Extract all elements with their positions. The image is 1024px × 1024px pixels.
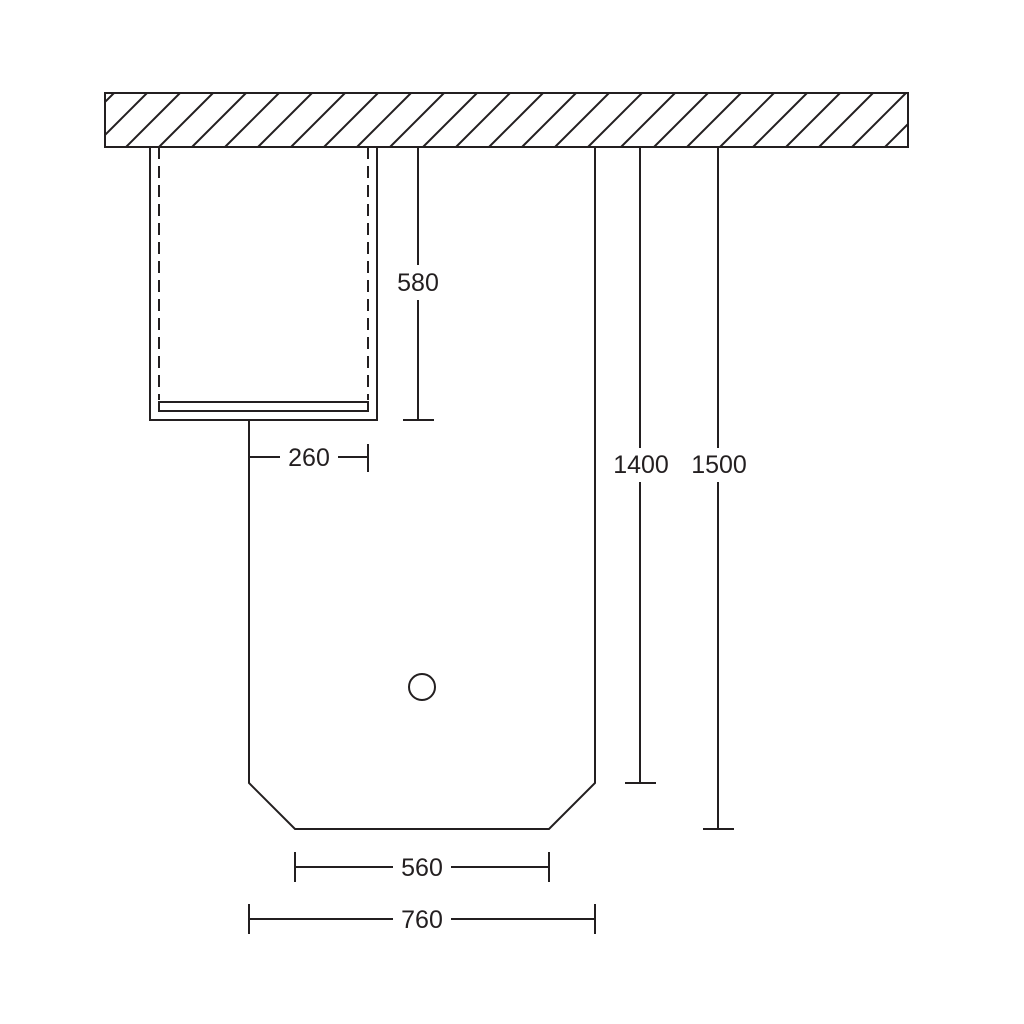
dim-label-260: 260 [288,444,330,472]
dim-label-560: 560 [401,854,443,882]
hatch-line [389,93,445,147]
dimension-bottom-width: 560 [294,852,550,882]
hatch-line [125,93,181,147]
knob-circle [408,673,436,701]
hatch-line [719,93,775,147]
main-unit [248,147,596,830]
hatch-line [686,93,742,147]
hatch-line [323,93,379,147]
hatch-line [818,93,874,147]
cabinet-outline [149,147,378,421]
cabinet-shelf [158,401,369,412]
hatch-line [224,93,280,147]
hatch-line [191,93,247,147]
hatch-line [951,93,1005,147]
hatch-line [521,93,577,147]
hatch-line [587,93,643,147]
hatch-line [105,93,148,137]
dim-label-580: 580 [397,269,439,297]
upper-cabinet [149,147,378,421]
unit-outline [248,147,596,830]
hatch-line [158,93,214,147]
hatch-line [290,93,346,147]
hatch-line [620,93,676,147]
dimension-unit-height-1500: 1500 [691,147,747,830]
hatch-line [488,93,544,147]
hatch-line [653,93,709,147]
hatch-line [554,93,610,147]
dimension-unit-height-1400: 1400 [613,147,669,784]
hatch-line [455,93,511,147]
dim-label-1400: 1400 [613,451,669,479]
dim-label-1500: 1500 [691,451,747,479]
hatch-line [752,93,808,147]
wall-hatching [105,93,1005,147]
hatch-line [356,93,412,147]
hatch-line [422,93,478,147]
hatch-line [257,93,313,147]
dim-label-760: 760 [401,906,443,934]
dimension-cabinet-height: 580 [397,147,439,421]
hatch-line [884,122,908,147]
hatched-wall [104,92,1005,148]
dimension-cabinet-offset: 260 [249,444,369,472]
hatch-line [851,93,907,147]
dimension-total-width: 760 [248,904,596,934]
wall-outline [104,92,909,148]
hatch-line [785,93,841,147]
hatch-line [918,93,972,147]
